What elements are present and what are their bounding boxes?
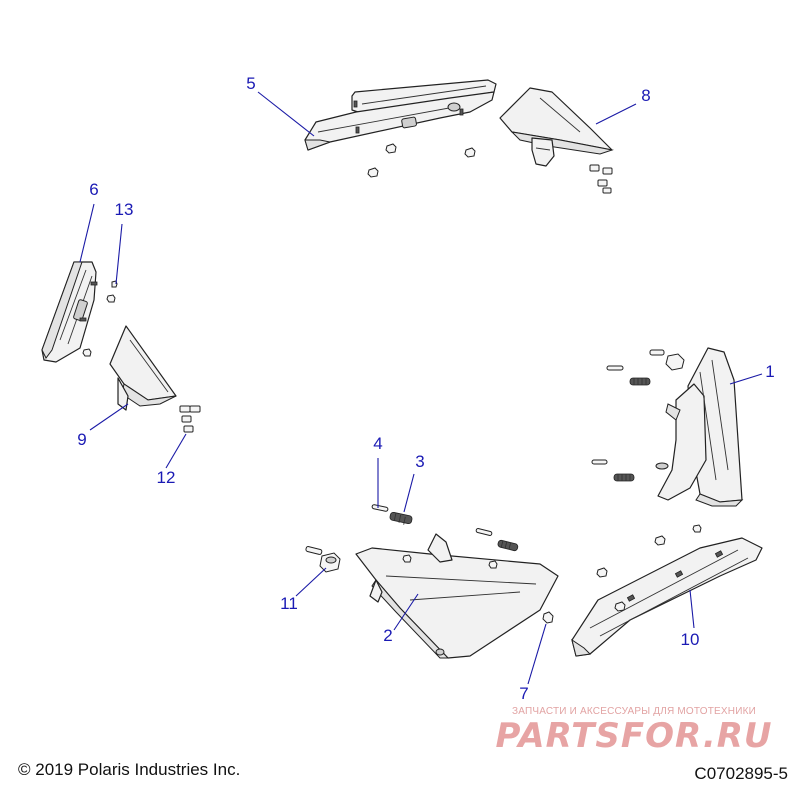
- part-10-lower-rail: [571, 524, 763, 657]
- watermark-tagline: ЗАПЧАСТИ И АКСЕССУАРЫ ДЛЯ МОТОТЕХНИКИ: [511, 706, 757, 717]
- spring-lower-center: [389, 511, 413, 525]
- callout-5: 5: [246, 74, 256, 93]
- callout-6: 6: [89, 180, 99, 199]
- callout-1: 1: [765, 362, 775, 381]
- part-1-right-panel: [591, 347, 744, 507]
- part-7-bumper: [542, 611, 554, 624]
- spring-lower-right: [613, 473, 635, 482]
- watermark-logo: PARTSFOR.RU: [495, 716, 773, 756]
- leader-lines: [79, 91, 763, 685]
- callout-13: 13: [114, 200, 134, 219]
- part-9-left-bracket: [109, 325, 201, 433]
- callout-10: 10: [680, 630, 700, 649]
- copyright-text: © 2019 Polaris Industries Inc.: [18, 760, 241, 779]
- callout-4: 4: [373, 434, 383, 453]
- callout-3: 3: [415, 452, 425, 471]
- callout-11: 11: [280, 594, 298, 613]
- callout-7: 7: [519, 684, 529, 703]
- callout-12: 12: [156, 468, 176, 487]
- callout-8: 8: [641, 86, 651, 105]
- part-5-upper-trim: [304, 79, 497, 178]
- callout-9: 9: [77, 430, 87, 449]
- spring-upper-right: [629, 377, 651, 386]
- part-6-left-trim: [41, 261, 118, 363]
- callout-2: 2: [383, 626, 393, 645]
- part-8-upper-bracket: [499, 87, 614, 194]
- part-2-lower-panel: [355, 504, 559, 659]
- diagram-part-number: C0702895-5: [694, 764, 788, 783]
- part-11-grommet: [305, 546, 341, 573]
- spring-lower-center-2: [497, 539, 519, 552]
